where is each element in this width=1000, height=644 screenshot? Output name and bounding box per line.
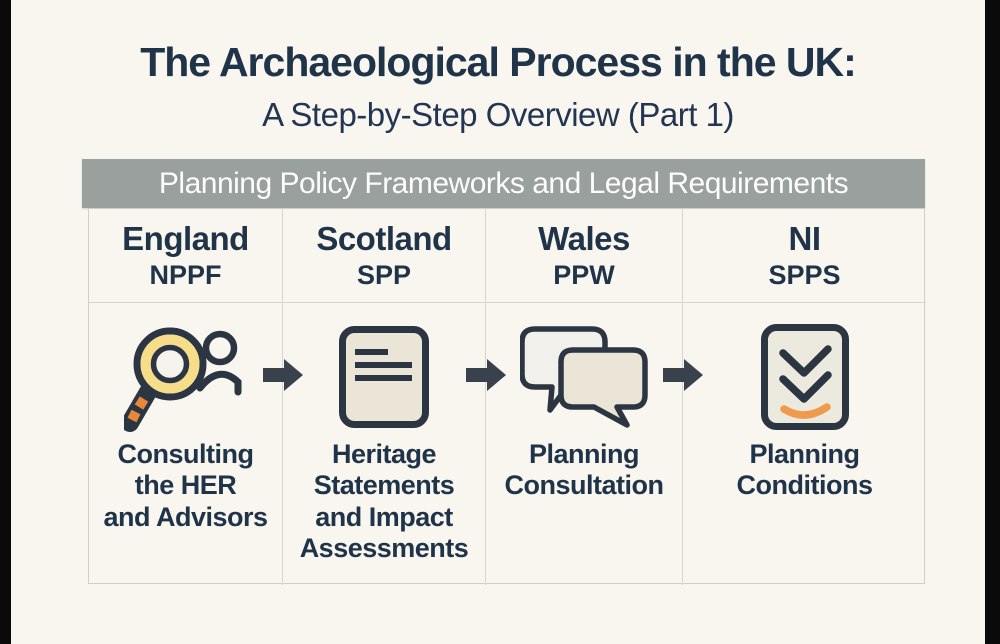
country-label: Scotland xyxy=(316,219,452,257)
policy-framework-table: England NPPF Scotland SPP Wales PPW NI S… xyxy=(88,208,926,585)
section-banner-label: Planning Policy Frameworks and Legal Req… xyxy=(158,166,849,200)
header-cell-scotland: Scotland SPP xyxy=(283,209,486,303)
arrow-right-icon xyxy=(263,359,303,391)
arrow-right-icon xyxy=(466,359,506,391)
step-label: Consulting the HER and Advisors xyxy=(103,439,268,532)
arrow-right-icon xyxy=(663,359,703,391)
section-banner: Planning Policy Frameworks and Legal Req… xyxy=(82,159,925,208)
header-cell-england: England NPPF xyxy=(89,209,283,303)
infographic-canvas: The Archaeological Process in the UK: A … xyxy=(11,0,985,644)
document-icon xyxy=(338,319,430,435)
step-cell-consulting: Consulting the HER and Advisors xyxy=(89,303,283,585)
page-title: The Archaeological Process in the UK: xyxy=(140,39,857,85)
checklist-icon xyxy=(760,319,850,435)
framework-label: NPPF xyxy=(149,259,222,290)
step-label: Planning Consultation xyxy=(504,439,664,501)
framework-label: SPPS xyxy=(768,259,841,290)
step-cell-conditions: Planning Conditions xyxy=(683,303,926,585)
step-label: Heritage Statements and Impact Assessmen… xyxy=(299,439,469,563)
step-label: Planning Conditions xyxy=(736,439,873,501)
country-label: NI xyxy=(788,219,822,257)
country-label: England xyxy=(122,219,249,257)
step-cell-consultation: Planning Consultation xyxy=(486,303,683,585)
header-cell-wales: Wales PPW xyxy=(486,209,683,303)
magnifier-person-icon xyxy=(123,319,248,435)
country-label: Wales xyxy=(538,219,630,257)
page-subtitle: A Step-by-Step Overview (Part 1) xyxy=(262,96,734,133)
step-cell-heritage: Heritage Statements and Impact Assessmen… xyxy=(283,303,486,585)
framework-label: PPW xyxy=(553,259,615,290)
speech-bubbles-icon xyxy=(520,319,648,435)
framework-label: SPP xyxy=(356,259,412,290)
header-cell-ni: NI SPPS xyxy=(683,209,926,303)
